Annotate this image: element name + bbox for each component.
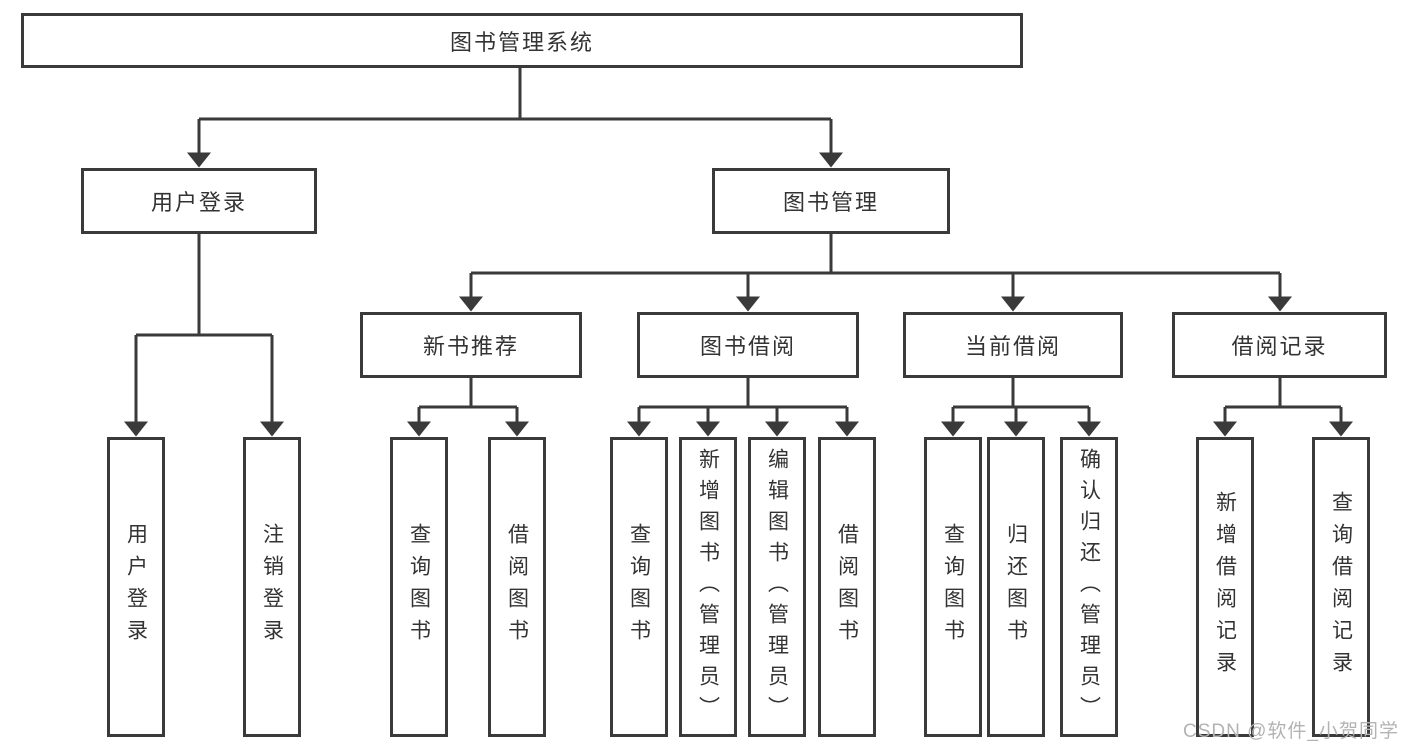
leaf-confirm-return-admin: 确认归还（管理员） — [1060, 437, 1118, 737]
leaf-user-login: 用户登录 — [107, 437, 165, 737]
leaf-logout: 注销登录 — [243, 437, 301, 737]
node-new-book-recommend: 新书推荐 — [360, 312, 582, 378]
node-root: 图书管理系统 — [21, 13, 1023, 68]
leaf-add-borrow-record: 新增借阅记录 — [1196, 437, 1254, 737]
leaf-recommend-borrow-books: 借阅图书 — [488, 437, 546, 737]
leaf-return-books: 归还图书 — [987, 437, 1045, 737]
watermark: CSDN @软件_小贺同学 — [1183, 721, 1399, 742]
node-book-borrowing: 图书借阅 — [637, 312, 859, 378]
node-borrowing-records: 借阅记录 — [1172, 312, 1387, 378]
leaf-current-query-books: 查询图书 — [924, 437, 982, 737]
leaf-add-book-admin: 新增图书（管理员） — [679, 437, 737, 737]
leaf-recommend-query-books: 查询图书 — [390, 437, 448, 737]
leaf-query-borrow-record: 查询借阅记录 — [1312, 437, 1370, 737]
node-current-borrowing: 当前借阅 — [903, 312, 1123, 378]
leaf-borrowing-query-books: 查询图书 — [610, 437, 668, 737]
leaf-borrowing-borrow-books: 借阅图书 — [818, 437, 876, 737]
leaf-edit-book-admin: 编辑图书（管理员） — [748, 437, 806, 737]
node-book-management: 图书管理 — [712, 168, 950, 234]
node-user-login: 用户登录 — [81, 168, 317, 234]
